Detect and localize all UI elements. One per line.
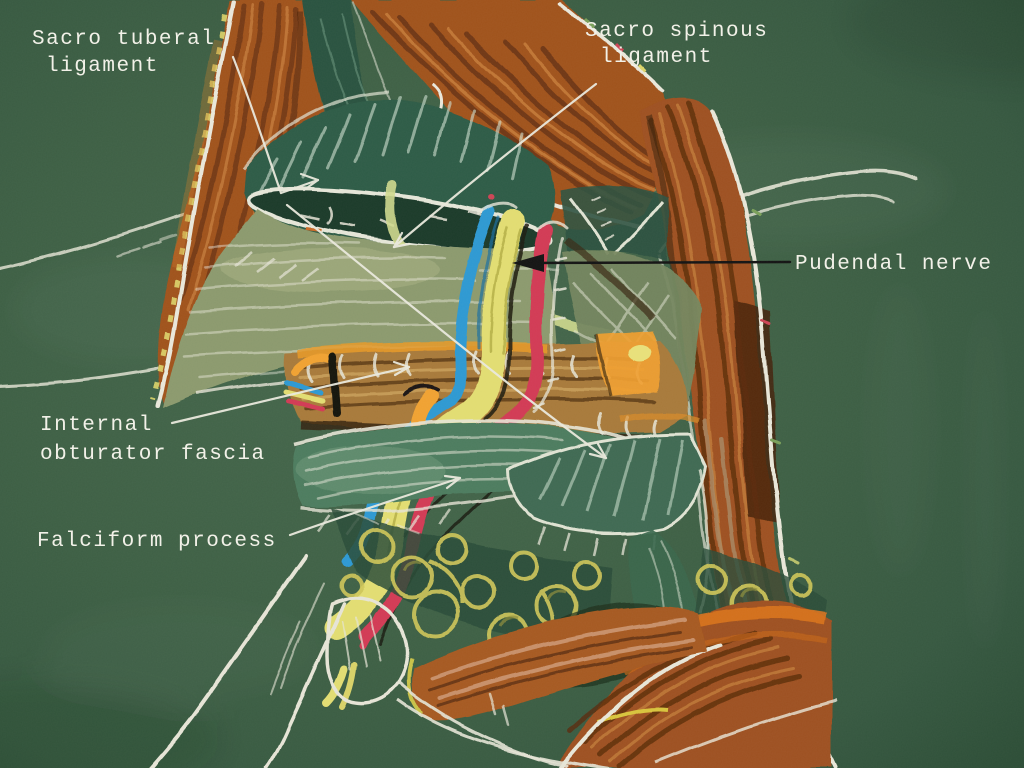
diagram-canvas: Sacro tuberal ligament Sacro spinous lig… <box>0 0 1024 768</box>
chalk-grain-overlay <box>0 0 1024 768</box>
chalkboard-anatomy-figure: Sacro tuberal ligament Sacro spinous lig… <box>0 0 1024 768</box>
